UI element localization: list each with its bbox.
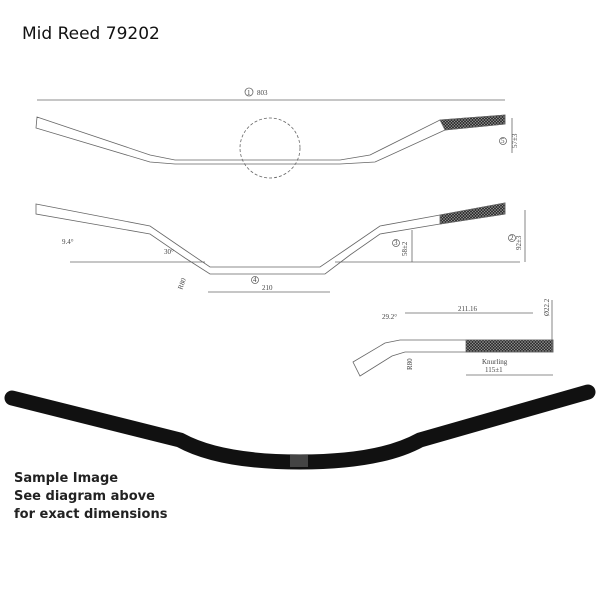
inner-rise-label: 58±2 [401, 241, 409, 256]
sample-image-note: Sample Image See diagram above for exact… [14, 470, 167, 524]
note-line: Sample Image [14, 471, 119, 486]
detail-view [352, 300, 554, 377]
dimension-number: 2 [510, 234, 514, 242]
rise-label: 57±3 [511, 133, 519, 148]
knurled-grip [439, 202, 506, 225]
dimension-number: 5 [501, 137, 505, 145]
width-label: 803 [257, 89, 268, 97]
clamp-detail-circle [239, 117, 301, 179]
note-line: See diagram above [14, 489, 155, 504]
knurling-label: Knurling [482, 358, 508, 366]
clamp-marking [290, 455, 308, 467]
detail-length-label: 211.16 [458, 305, 477, 313]
note-line: for exact dimensions [14, 507, 168, 522]
dimension-number-circle [244, 87, 254, 97]
bend-angle-label: 30° [164, 248, 174, 256]
sweep-angle-label: 9.4° [62, 238, 74, 246]
product-title: Mid Reed 79202 [22, 24, 160, 44]
side-view [35, 202, 526, 293]
bar-outline-top [35, 114, 506, 165]
bar-outline-side [35, 202, 506, 275]
knurled-grip [465, 339, 554, 353]
radius-label: R80 [176, 277, 188, 291]
knurling-length-label: 115±1 [485, 366, 503, 374]
dimension-number: 3 [394, 239, 398, 247]
dimension-number-circle [392, 239, 400, 247]
dimension-number-circle [508, 234, 516, 242]
dimension-number-circle [499, 137, 507, 145]
detail-radius-label: R80 [406, 358, 414, 370]
top-view [35, 87, 513, 179]
knurled-grip [439, 114, 506, 131]
dimension-number: 4 [253, 276, 257, 284]
dimension-number-circle [251, 276, 259, 284]
detail-angle-label: 29.2° [382, 313, 397, 321]
total-rise-label: 92±3 [515, 235, 523, 250]
diameter-label: Ø22.2 [543, 298, 551, 316]
dimension-number: 1 [247, 89, 251, 97]
center-width-label: 210 [262, 284, 273, 292]
handlebar-photo [4, 384, 596, 470]
